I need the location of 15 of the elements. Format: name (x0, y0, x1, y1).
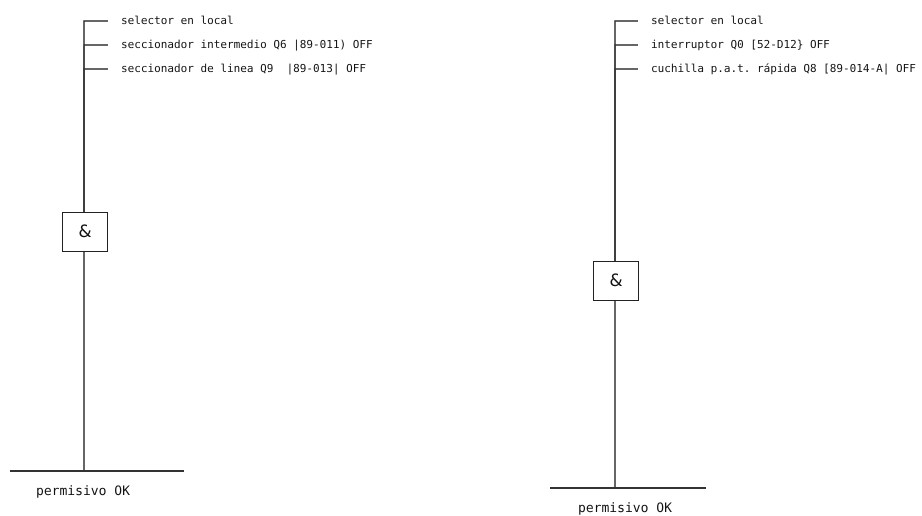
condition-label: cuchilla p.a.t. rápida Q8 [89-014-A| OFF (651, 62, 916, 75)
and-gate-box (62, 212, 108, 252)
connector-line (614, 301, 616, 487)
and-gate-box (593, 261, 639, 301)
connector-line (83, 252, 85, 470)
condition-label: interruptor Q0 [52-D12} OFF (651, 38, 830, 51)
condition-label: selector en local (651, 14, 764, 27)
condition-label: seccionador de linea Q9 |89-013| OFF (121, 62, 366, 75)
and-symbol: & (609, 271, 623, 291)
and-symbol: & (78, 222, 92, 242)
condition-label: seccionador intermedio Q6 |89-011) OFF (121, 38, 373, 51)
output-label: permisivo OK (36, 484, 130, 499)
output-bar (550, 487, 706, 516)
condition-label: selector en local (121, 14, 234, 27)
output-label: permisivo OK (578, 501, 672, 516)
